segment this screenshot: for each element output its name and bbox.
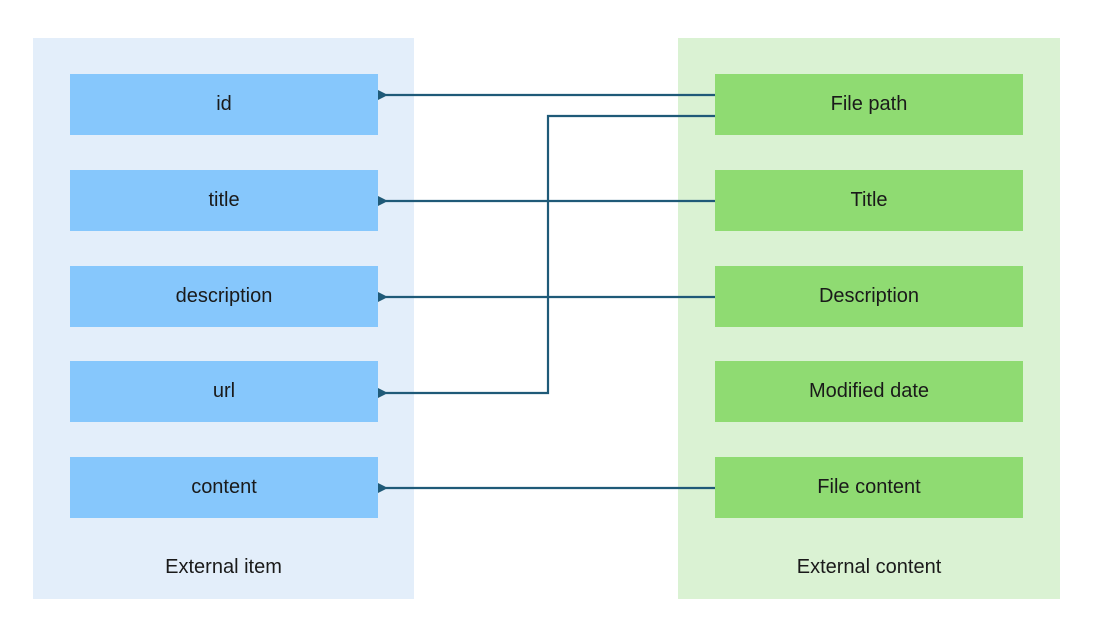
source-title-box: Title — [715, 170, 1023, 231]
source-description-label: Description — [818, 285, 920, 307]
source-modified-date-label: Modified date — [808, 380, 930, 402]
source-file-content-label: File content — [817, 476, 921, 498]
field-description-label: description — [175, 285, 273, 307]
field-description-box: description — [70, 266, 378, 327]
source-title-label: Title — [850, 189, 888, 211]
field-content-box: content — [70, 457, 378, 518]
source-file-path-box: File path — [715, 74, 1023, 135]
field-url-label: url — [212, 380, 236, 402]
source-modified-date-box: Modified date — [715, 361, 1023, 422]
field-url-box: url — [70, 361, 378, 422]
source-description-box: Description — [715, 266, 1023, 327]
source-file-path-label: File path — [830, 93, 908, 115]
field-title-label: title — [208, 189, 240, 211]
external-item-title: External item — [165, 556, 282, 578]
field-title-box: title — [70, 170, 378, 231]
field-id-box: id — [70, 74, 378, 135]
field-content-label: content — [191, 476, 257, 498]
arrow-file-path-to-url — [378, 114, 715, 398]
external-content-title: External content — [796, 556, 942, 578]
field-id-label: id — [216, 93, 232, 115]
source-file-content-box: File content — [715, 457, 1023, 518]
